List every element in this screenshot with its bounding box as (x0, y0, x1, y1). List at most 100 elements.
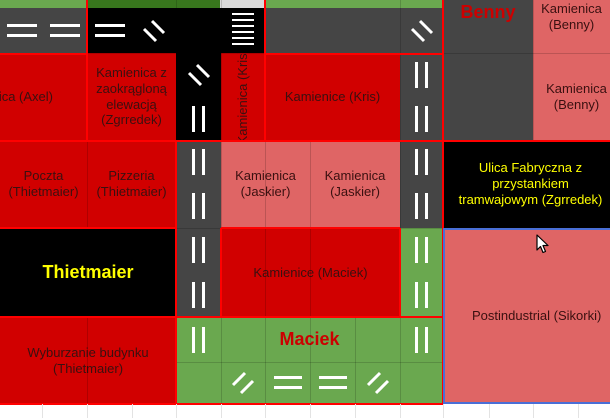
outline-red (221, 227, 400, 229)
outline-red (442, 0, 444, 404)
outline-red (86, 0, 88, 140)
cell-kamienica-zgrredek[interactable]: Kamienica z zaokrągloną elewacją (Zgrred… (87, 53, 176, 140)
road-diagonal-icon (176, 53, 221, 97)
cell-green-road-vertical[interactable] (400, 228, 443, 317)
zebra-crossing-icon (221, 8, 265, 53)
road-vertical-icon (176, 184, 221, 228)
cell-text: Kamienica (Kris) (235, 53, 251, 140)
grid-line (489, 404, 490, 418)
cell-kamienice-maciek[interactable]: Kamienice (Maciek) (221, 228, 400, 317)
road-horizontal-icon (310, 362, 355, 404)
grid-line (310, 404, 311, 418)
outline-red (264, 0, 266, 140)
grid-line (221, 0, 222, 404)
road-vertical-icon (400, 184, 443, 228)
road-vertical-icon (176, 317, 221, 362)
grid-line (87, 0, 88, 404)
cell-road-vertical-lower[interactable] (176, 228, 221, 317)
cell-text: Postindustrial (Sikorki) (472, 308, 602, 324)
road-horizontal-icon (87, 8, 132, 53)
district-label-benny: Benny (460, 2, 516, 22)
selection-border (443, 228, 445, 404)
outline-red (0, 140, 443, 142)
grid-line (533, 0, 534, 140)
selection-border (443, 402, 610, 404)
road-vertical-icon (400, 317, 443, 362)
cell-text: Kamienica (Jaskier) (324, 168, 386, 199)
cell-benny-label[interactable]: Benny (443, 0, 533, 140)
road-diagonal-icon (132, 8, 176, 53)
cell-thietmaier-label[interactable]: Thietmaier (0, 228, 176, 317)
cell-ulica-fabryczna[interactable]: Ulica Fabryczna z przystankiem tramwajow… (443, 140, 610, 228)
grid-line (87, 404, 88, 418)
cell-darkgreen-top[interactable] (87, 0, 220, 8)
cell-green-road-horizontal[interactable] (176, 362, 443, 404)
road-vertical-icon (176, 228, 221, 272)
cell-green-top-left-edge[interactable] (0, 0, 87, 8)
cell-text: Kamienica (Axel) (0, 88, 53, 104)
road-diagonal-icon (355, 362, 400, 404)
road-vertical-icon (176, 272, 221, 317)
grid-line (176, 404, 177, 418)
cell-green-top-right[interactable] (265, 0, 443, 8)
cell-poczta[interactable]: Poczta (Thietmaier) (0, 140, 87, 228)
road-vertical-icon (176, 140, 221, 184)
cell-kamienica-jaskier-1[interactable]: Kamienica (Jaskier) (221, 140, 310, 228)
outline-red (443, 140, 610, 142)
cell-text: Kamienica z zaokrągloną elewacją (Zgrred… (96, 64, 167, 128)
grid-line (221, 404, 222, 418)
cell-text: Ulica Fabryczna z przystankiem tramwajow… (458, 160, 603, 207)
cell-text: Pizzeria (Thietmaier) (96, 168, 167, 199)
district-label-maciek: Maciek (279, 328, 340, 349)
road-diagonal-icon (400, 8, 443, 53)
cell-kamienica-benny[interactable]: Kamienica (Benny) (533, 53, 610, 140)
district-label-thietmaier: Thietmaier (42, 261, 134, 282)
road-horizontal-icon (43, 8, 87, 53)
cell-text: Kamienica (Benny) (546, 80, 607, 112)
road-vertical-icon (400, 53, 443, 97)
cell-kamienica-kris-vertical[interactable]: Kamienica (Kris) (221, 53, 265, 140)
cell-pizzeria[interactable]: Pizzeria (Thietmaier) (87, 140, 176, 228)
road-vertical-icon (176, 97, 221, 140)
cell-road-top-left[interactable] (0, 8, 87, 53)
grid-line (355, 404, 356, 418)
grid-line (400, 0, 401, 404)
cell-gray-top[interactable] (220, 0, 265, 8)
cell-text: Kamienice (Kris) (284, 88, 381, 104)
grid-line (265, 404, 266, 418)
grid-line (443, 404, 444, 418)
outline-red (175, 140, 177, 404)
road-horizontal-icon (0, 8, 43, 53)
grid-line (400, 404, 401, 418)
cell-wyburzanie[interactable]: Wyburzanie budynku (Thietmaier) (0, 317, 176, 404)
cell-text: Kamienice (Maciek) (253, 264, 368, 280)
grid-line (42, 404, 43, 418)
outline-red (0, 316, 443, 318)
cell-text: Wyburzanie budynku (Thietmaier) (27, 344, 149, 376)
outline-red (220, 228, 222, 317)
cell-kamienica-jaskier-2[interactable]: Kamienica (Jaskier) (310, 140, 400, 228)
road-vertical-icon (400, 272, 443, 317)
cell-kamienice-kris[interactable]: Kamienice (Kris) (265, 53, 400, 140)
grid-line (578, 404, 579, 418)
outline-red (265, 53, 443, 55)
road-vertical-icon (400, 97, 443, 140)
road-diagonal-icon (221, 362, 265, 404)
cell-text: Kamienica (Jaskier) (235, 168, 296, 199)
grid-line (265, 0, 266, 404)
cell-kamienica-axel[interactable]: Kamienica (Axel) (0, 53, 87, 140)
grid-line (176, 362, 443, 363)
grid-line (533, 404, 534, 418)
outline-red (399, 228, 401, 317)
cell-road-right-vertical[interactable] (400, 140, 443, 228)
outline-red (0, 227, 176, 229)
cell-text: Poczta (Thietmaier) (8, 168, 79, 199)
cell-road-vertical-right[interactable] (400, 53, 443, 140)
cell-road-left-vertical[interactable] (176, 140, 221, 228)
cell-kamienica-benny-top[interactable]: Kamienica (Benny) (533, 0, 610, 53)
selection-border (443, 228, 610, 230)
cell-postindustrial[interactable]: Postindustrial (Sikorki) (443, 228, 610, 404)
cell-text: Kamienica (Benny) (541, 0, 602, 32)
cell-maciek-label[interactable]: Maciek (176, 317, 443, 362)
